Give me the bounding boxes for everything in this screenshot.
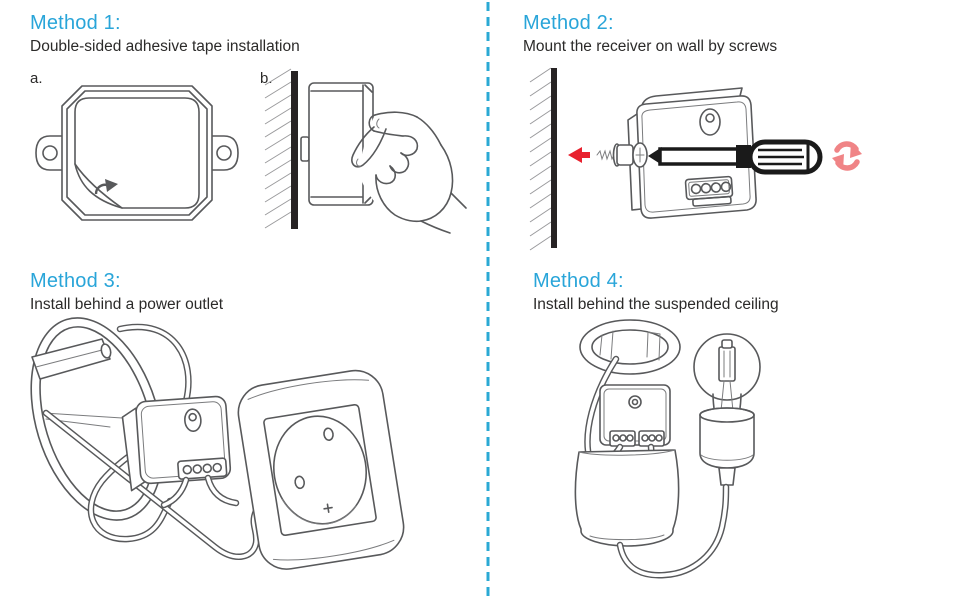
- terminal-block: [177, 457, 228, 480]
- suspended-ceiling-illustration: [574, 319, 761, 579]
- screw-mount-illustration: [529, 67, 862, 251]
- power-outlet-illustration: [30, 317, 405, 570]
- method1-subtitle: Double-sided adhesive tape installation: [30, 38, 300, 55]
- red-left-arrow-icon: [568, 147, 590, 163]
- method3-subtitle: Install behind a power outlet: [30, 296, 224, 313]
- wall-bar: [551, 68, 557, 248]
- receiver-adhesive-peel-illustration: [35, 85, 239, 221]
- figure-label-a: a.: [30, 70, 43, 87]
- wire-stubs: [160, 474, 240, 509]
- pressing-hand: [351, 111, 467, 234]
- method2-title: Method 2:: [523, 12, 614, 34]
- dashed-divider: [486, 2, 490, 598]
- peel-arrow-icon: [94, 179, 118, 195]
- receiver-side-view: [300, 82, 374, 206]
- ceiling-hole: [579, 319, 681, 375]
- clockwise-rotation-arrows-icon: [832, 141, 862, 171]
- receiver-box: [599, 384, 671, 447]
- wire-diagonal: [42, 409, 260, 560]
- power-outlet: [237, 369, 405, 570]
- method2-subtitle: Mount the receiver on wall by screws: [523, 38, 778, 55]
- light-bulb: [693, 333, 761, 416]
- mounting-ear-left: [35, 135, 65, 171]
- terminal-block: [684, 175, 734, 207]
- mounting-ear-right: [209, 135, 239, 171]
- hand-pressing-receiver-illustration: [264, 68, 467, 234]
- method1-title: Method 1:: [30, 12, 121, 34]
- pendant-cup: [574, 449, 680, 547]
- lamp-socket: [699, 407, 755, 486]
- pendant-cable: [616, 483, 730, 579]
- method4-title: Method 4:: [533, 270, 624, 292]
- wall-bar: [291, 71, 298, 229]
- screw-and-anchor: [596, 142, 648, 168]
- receiver-box: [121, 395, 232, 492]
- screwdriver: [648, 139, 823, 175]
- method4-subtitle: Install behind the suspended ceiling: [533, 296, 779, 313]
- method3-title: Method 3:: [30, 270, 121, 292]
